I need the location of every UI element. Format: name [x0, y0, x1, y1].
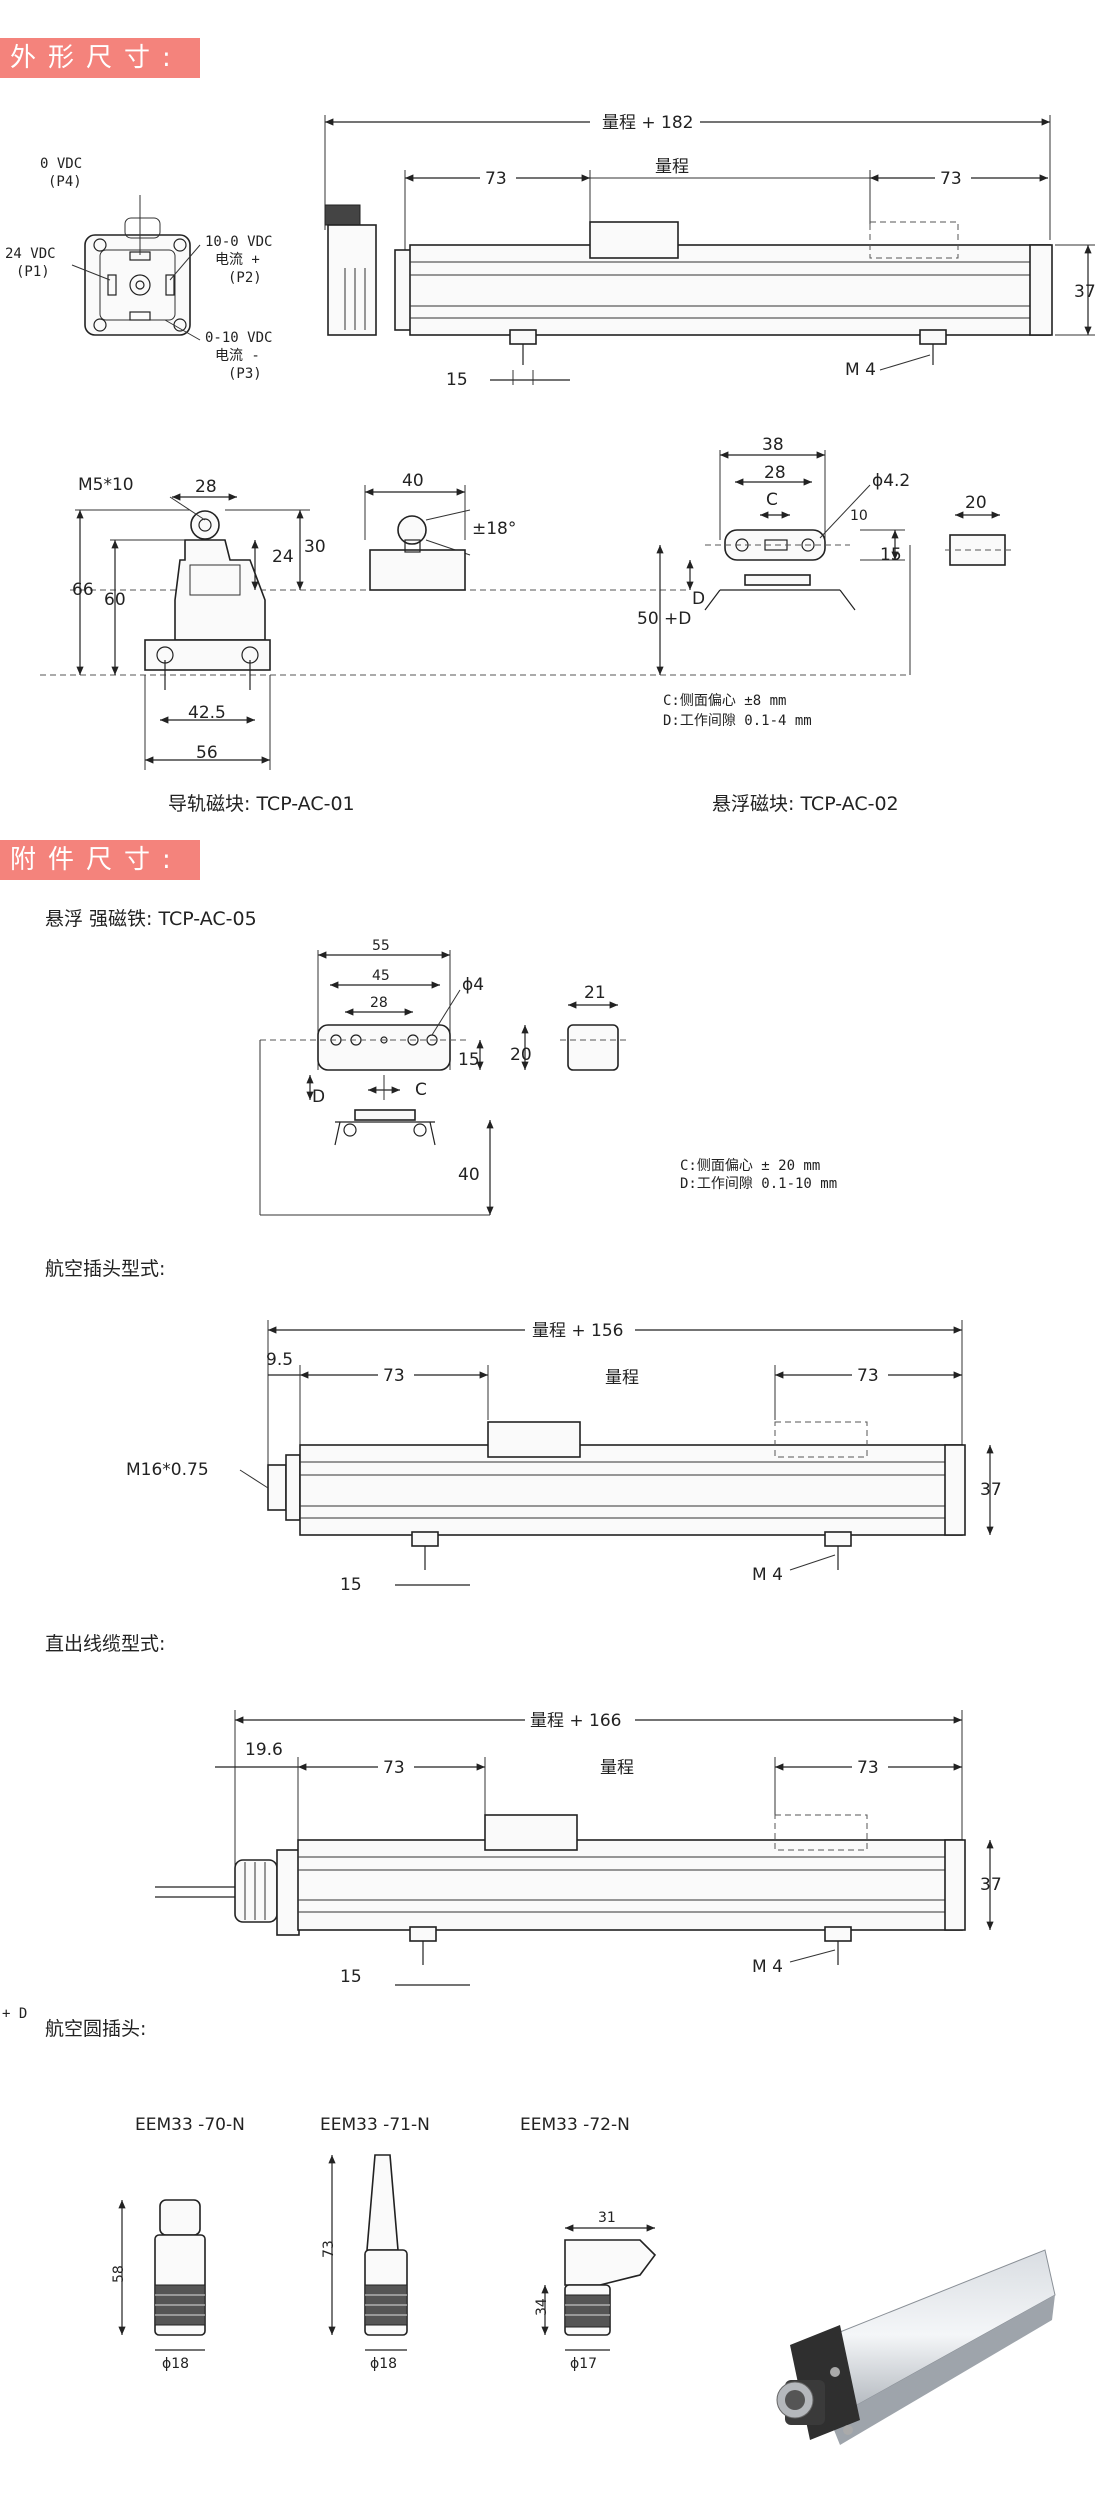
float-gap-d: D — [692, 589, 705, 609]
plug-72-name: EEM33 -72-N — [520, 2115, 630, 2135]
main-m4-thread: M 4 — [845, 360, 876, 380]
float-height-50-d: 50 +D — [637, 609, 691, 629]
direct-total-length: 量程 + 166 — [530, 1711, 622, 1731]
pin-p3-id: (P3) — [228, 366, 262, 382]
rail-block-drawing: M5*10 28 66 60 24 30 42.5 56 40 — [40, 471, 910, 815]
rail-width-56: 56 — [196, 743, 218, 763]
direct-right-73: 73 — [857, 1758, 879, 1778]
round-plugs-title: 航空圆插头: — [45, 2018, 146, 2040]
pin-p2-id: (P2) — [228, 270, 262, 286]
aviation-thread: M16*0.75 — [126, 1460, 209, 1480]
pin-p4-label: 0 VDC — [40, 156, 82, 172]
main-total-length: 量程 + 182 — [602, 113, 694, 133]
plug-72-diameter: ϕ17 — [570, 2356, 597, 2372]
aviation-height: 37 — [980, 1480, 1002, 1500]
aviation-left-73: 73 — [383, 1366, 405, 1386]
rail-height-60: 60 — [104, 590, 126, 610]
direct-foot-width: 15 — [340, 1967, 362, 1987]
float-side-20: 20 — [965, 493, 987, 513]
pin-p4-id: (P4) — [48, 174, 82, 190]
connector-pinout: 0 VDC (P4) 24 VDC (P1) 10-0 VDC 电流 + (P2… — [5, 156, 272, 382]
rail-m5-screw: M5*10 — [78, 475, 134, 495]
round-plugs-section: + D 航空圆插头: EEM33 -70-N 58 ϕ18 EEM33 -71-… — [2, 2006, 657, 2372]
float-height-15: 15 — [880, 545, 902, 565]
direct-left-73: 73 — [383, 1758, 405, 1778]
float-width-28: 28 — [764, 463, 786, 483]
strong-note-d: D:工作间隙 0.1-10 mm — [680, 1176, 837, 1192]
main-stroke-label: 量程 — [655, 157, 689, 177]
aviation-stroke-label: 量程 — [605, 1368, 639, 1388]
float-note-d: D:工作间隙 0.1-4 mm — [663, 713, 812, 729]
aviation-plug-drawing: 航空插头型式: 量程 + 156 9.5 73 量程 73 M16*0.75 — [45, 1258, 1002, 1595]
plug-71-diameter: ϕ18 — [370, 2356, 397, 2372]
float-hole-diameter: ϕ4.2 — [872, 471, 910, 491]
main-sensor-drawing: 量程 + 182 73 量程 73 — [324, 112, 1096, 390]
pin-p1-id: (P1) — [16, 264, 50, 280]
plug-72-width: 31 — [598, 2210, 616, 2226]
rail-height-66: 66 — [72, 580, 94, 600]
aviation-total-length: 量程 + 156 — [532, 1321, 624, 1341]
direct-offset: 19.6 — [245, 1740, 283, 1760]
plug-71-name: EEM33 -71-N — [320, 2115, 430, 2135]
plug-70-name: EEM33 -70-N — [135, 2115, 245, 2135]
section-header-outline: 外形尺寸: — [0, 38, 200, 78]
strong-gap-d: D — [312, 1087, 325, 1107]
strong-side-21: 21 — [584, 983, 606, 1003]
rail-angle: ±18° — [472, 519, 516, 539]
aviation-plug-title: 航空插头型式: — [45, 1258, 165, 1280]
pin-p2-sub: 电流 + — [215, 252, 260, 268]
strong-width-45: 45 — [372, 968, 390, 984]
direct-stroke-label: 量程 — [600, 1758, 634, 1778]
main-height: 37 — [1074, 282, 1096, 302]
float-c-mark: C — [766, 490, 778, 510]
direct-m4: M 4 — [752, 1957, 783, 1977]
plug-70-height: 58 — [111, 2265, 127, 2283]
rail-block-caption: 导轨磁块: TCP-AC-01 — [168, 793, 355, 815]
aviation-right-73: 73 — [857, 1366, 879, 1386]
rail-height-24: 24 — [272, 547, 294, 567]
aviation-foot-width: 15 — [340, 1575, 362, 1595]
strong-note-c: C:侧面偏心 ± 20 mm — [680, 1158, 820, 1174]
direct-cable-title: 直出线缆型式: — [45, 1633, 165, 1655]
aviation-offset: 9.5 — [266, 1350, 293, 1370]
side-mark: + D — [2, 2006, 27, 2022]
main-foot-width: 15 — [446, 370, 468, 390]
main-right-73: 73 — [940, 169, 962, 189]
rail-height-30: 30 — [304, 537, 326, 557]
strong-width-28: 28 — [370, 995, 388, 1011]
pin-p2-label: 10-0 VDC — [205, 234, 272, 250]
strong-magnet-title: 悬浮 强磁铁: TCP-AC-05 — [45, 908, 257, 930]
rail-width-28: 28 — [195, 477, 217, 497]
strong-height-15: 15 — [458, 1050, 480, 1070]
plug-72-height: 34 — [534, 2298, 550, 2316]
aviation-m4: M 4 — [752, 1565, 783, 1585]
plug-71-height: 73 — [321, 2240, 337, 2258]
pin-p3-sub: 电流 - — [215, 348, 260, 364]
strong-magnet-drawing: 悬浮 强磁铁: TCP-AC-05 55 45 28 ϕ4 15 20 21 D… — [45, 908, 837, 1216]
strong-width-55: 55 — [372, 938, 390, 954]
float-block-caption: 悬浮磁块: TCP-AC-02 — [712, 793, 899, 815]
pin-p1-label: 24 VDC — [5, 246, 56, 262]
plug-70-diameter: ϕ18 — [162, 2356, 189, 2372]
strong-c-mark: C — [415, 1080, 427, 1100]
rail-side-width-40: 40 — [402, 471, 424, 491]
float-width-10: 10 — [850, 508, 868, 524]
section-header-accessory: 附件尺寸: — [0, 840, 200, 880]
main-left-73: 73 — [485, 169, 507, 189]
product-photo — [776, 2249, 1056, 2445]
pin-p3-label: 0-10 VDC — [205, 330, 272, 346]
float-width-38: 38 — [762, 435, 784, 455]
direct-cable-drawing: 直出线缆型式: 量程 + 166 19.6 73 量程 73 — [45, 1633, 1002, 1987]
float-block-drawing: 38 28 C ϕ4.2 10 15 D 50 +D 20 C:侧面偏心 ±8 … — [637, 435, 1012, 815]
rail-width-42-5: 42.5 — [188, 703, 226, 723]
strong-height-40: 40 — [458, 1165, 480, 1185]
float-note-c: C:侧面偏心 ±8 mm — [663, 693, 786, 709]
direct-height: 37 — [980, 1875, 1002, 1895]
strong-hole-diameter: ϕ4 — [462, 975, 484, 995]
strong-height-20: 20 — [510, 1045, 532, 1065]
